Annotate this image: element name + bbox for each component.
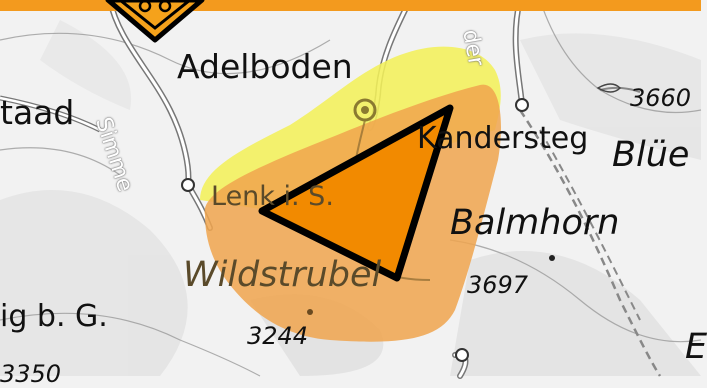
river-kander: der <box>457 27 489 68</box>
peak-dot-3244 <box>307 309 313 315</box>
elevation-3244: 3244 <box>247 322 309 350</box>
peak-balmhorn: Balmhorn <box>450 203 620 243</box>
place-adelboden: Adelboden <box>177 47 353 86</box>
elevation-3697: 3697 <box>467 271 529 299</box>
terrain-layer <box>0 0 702 379</box>
town-ring-adelboden <box>353 98 377 122</box>
warning-polygon <box>258 104 454 282</box>
town-dot-kandersteg <box>515 98 529 112</box>
warning-sign-icon <box>105 0 205 43</box>
peak-bluemlisalp: Blüe <box>612 135 690 175</box>
place-lenk: Lenk i. S. <box>211 181 334 212</box>
peak-wildstrubel: Wildstrubel <box>183 255 382 295</box>
peak-partial: E <box>685 327 707 367</box>
elevation-3660: 3660 <box>630 84 692 112</box>
peak-dot-3697 <box>549 255 555 261</box>
warning-bar <box>0 0 701 11</box>
town-dot-simme <box>181 178 195 192</box>
town-symbols <box>181 98 529 362</box>
place-kandersteg: Kandersteg <box>417 121 589 156</box>
elevation-3350: 3350 <box>0 360 62 388</box>
place-gstaad: taad <box>0 93 75 132</box>
place-zweisimmen: ig b. G. <box>0 299 108 334</box>
